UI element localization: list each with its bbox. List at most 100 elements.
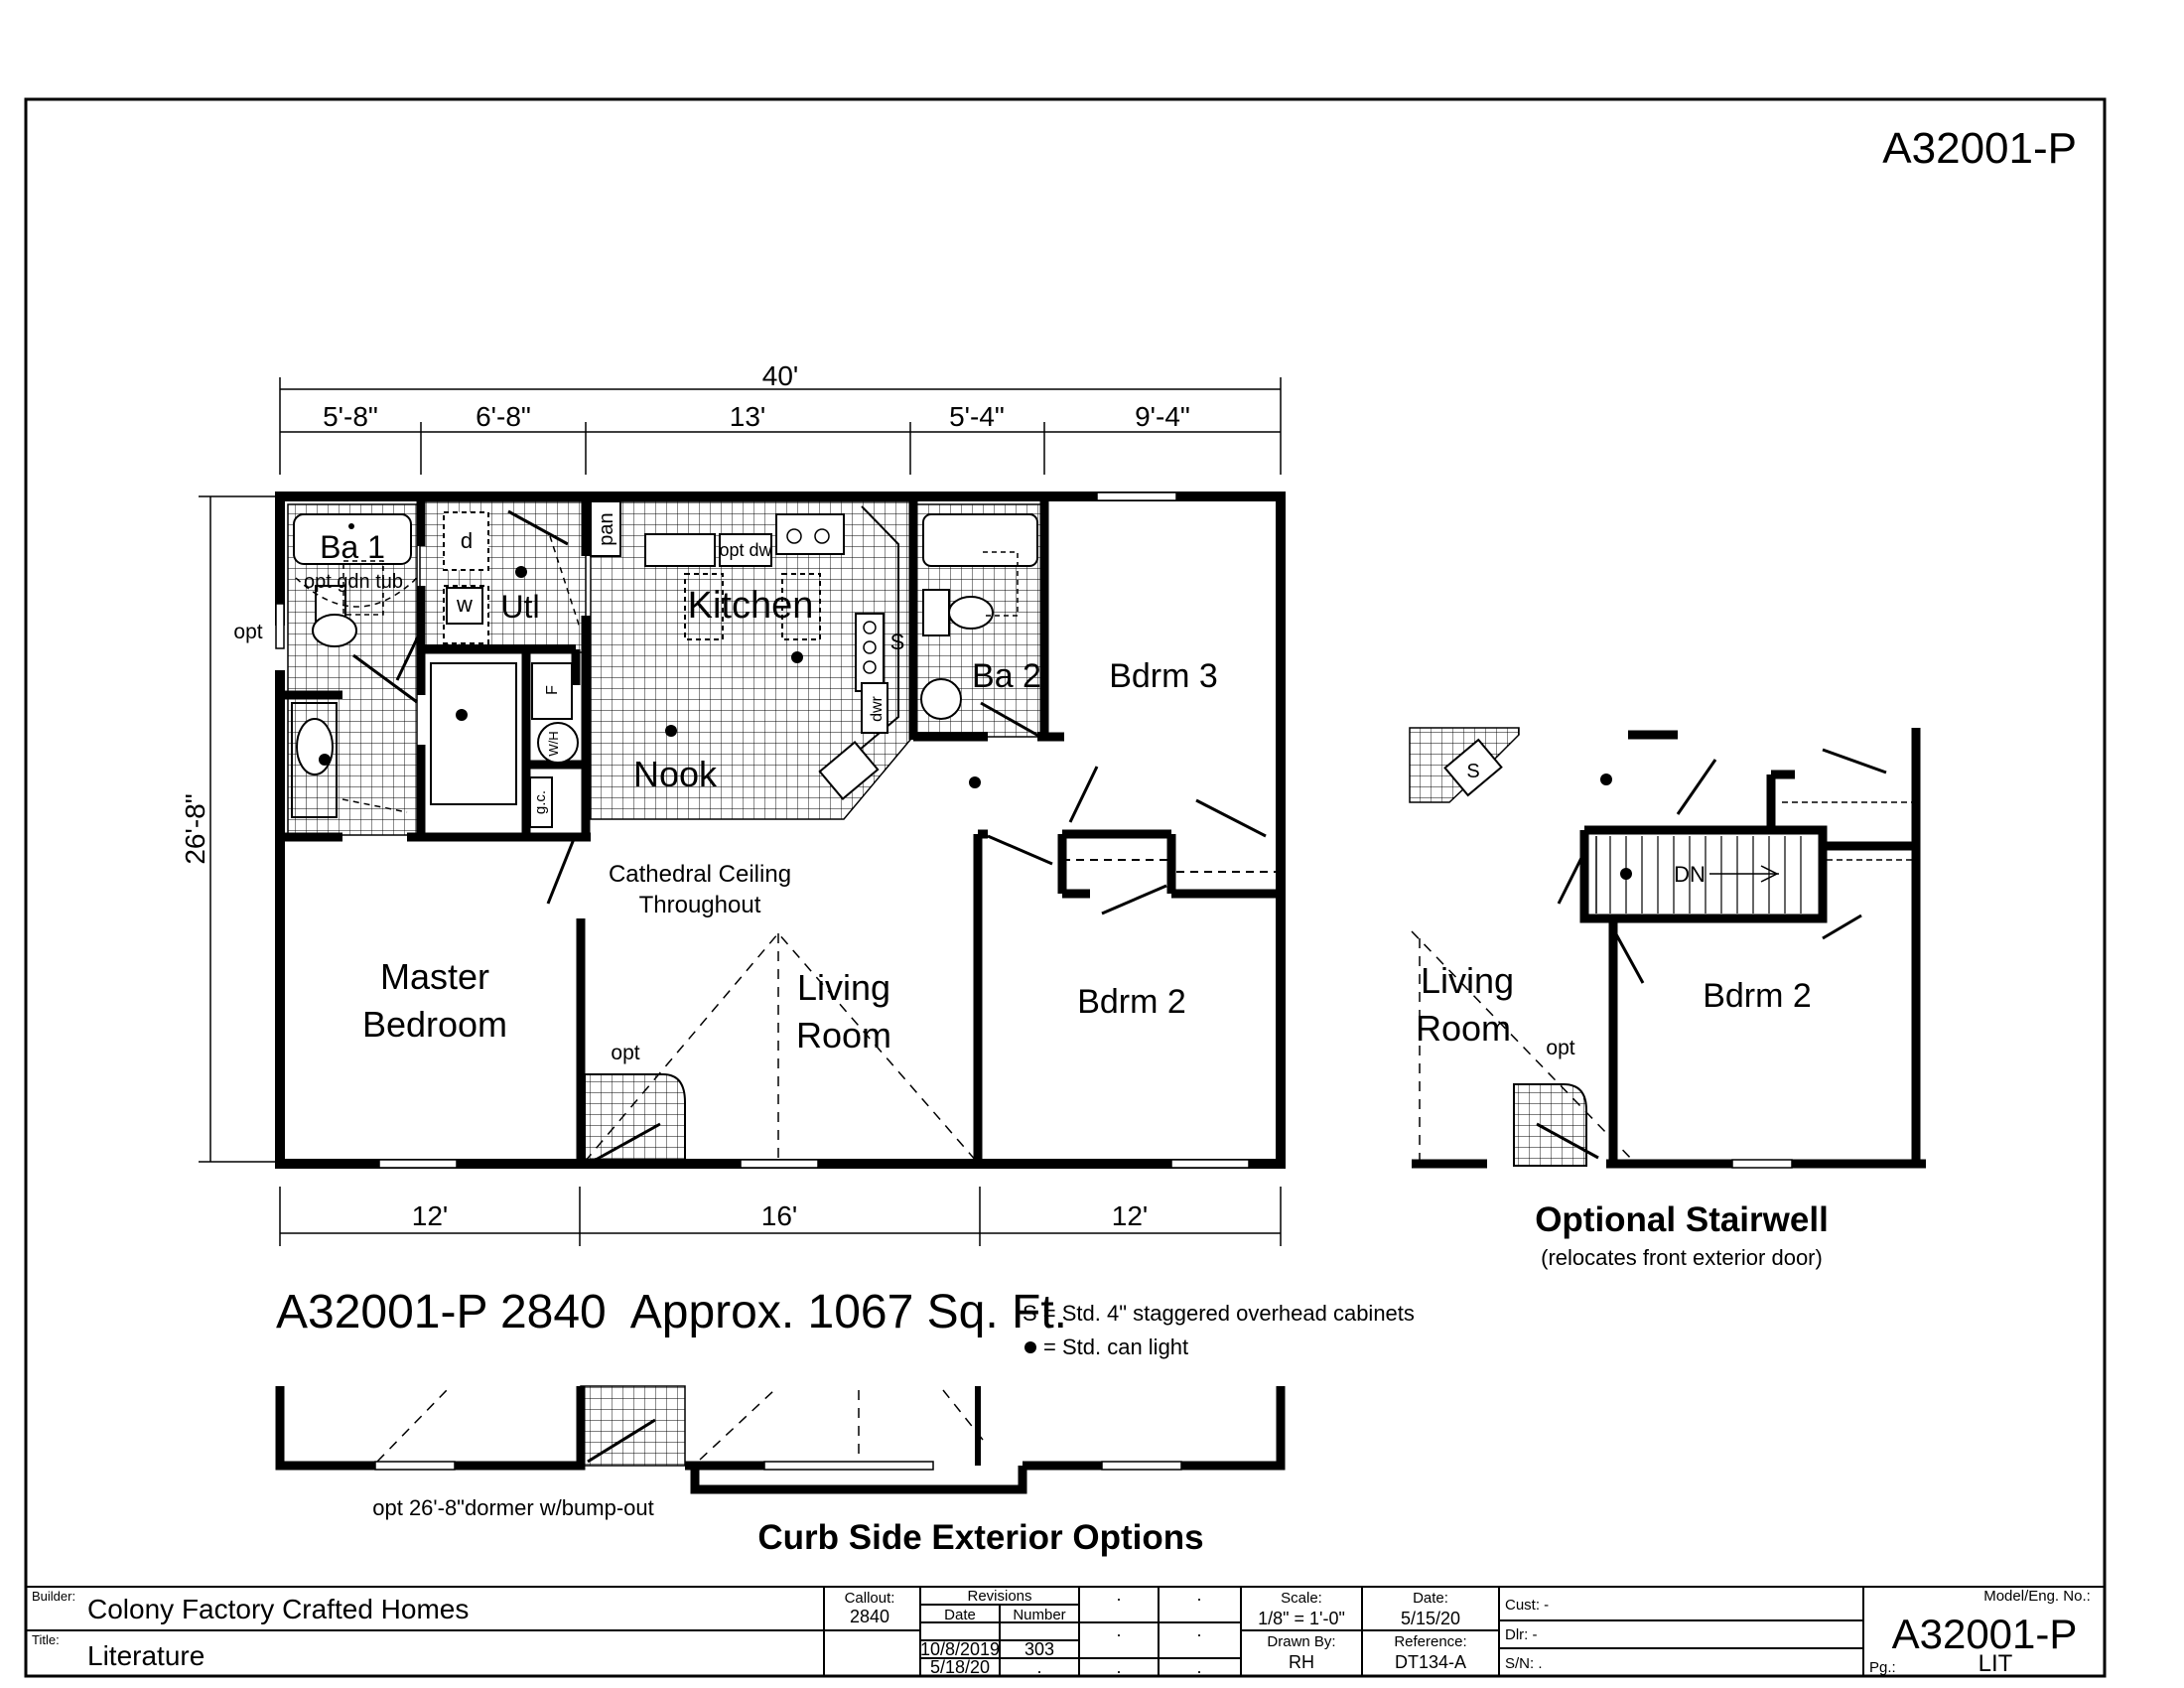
tb-builder: Colony Factory Crafted Homes (87, 1594, 469, 1624)
dim-bottom-3: 12' (1112, 1200, 1149, 1231)
label-gdn-tub: opt gdn tub (304, 571, 403, 593)
tb-dot-3: . (1116, 1620, 1121, 1640)
title-block-lines (26, 1586, 2105, 1676)
utility-appliances (430, 511, 579, 828)
tb-title-label: Title: (32, 1632, 60, 1647)
dim-overall-width: 40' (762, 360, 799, 391)
tb-rev-date-label: Date (944, 1607, 976, 1623)
label-pan: pan (596, 512, 617, 545)
label-dwr: dwr (869, 695, 886, 721)
tb-dot-1: . (1116, 1585, 1121, 1605)
tb-cust: Cust: - (1505, 1597, 1549, 1614)
label-cabinet-s: S (890, 630, 905, 654)
label-utl: Utl (500, 589, 539, 625)
windows (275, 492, 1250, 1169)
model-code-top: A32001-P (1882, 124, 2077, 173)
tb-model-label: Model/Eng. No.: (1983, 1588, 2091, 1605)
curb-side-elevation (275, 1385, 1286, 1494)
label-opt-dw: opt dw (719, 540, 772, 560)
stair-label-opt: opt (1546, 1037, 1574, 1059)
tb-dlr: Dlr: - (1505, 1626, 1538, 1643)
legend-cabinet: S = Std. 4" staggered overhead cabinets (1023, 1301, 1415, 1326)
label-bdrm2: Bdrm 2 (1077, 983, 1186, 1021)
tb-ref-label: Reference: (1394, 1633, 1466, 1650)
top-dimensions (279, 377, 1282, 475)
plan-headline: A32001-P 2840 Approx. 1067 Sq. Ft. (276, 1286, 1067, 1338)
dim-bottom-2: 16' (761, 1200, 798, 1231)
tb-pg: LIT (1979, 1650, 2013, 1677)
tb-scale-label: Scale: (1281, 1590, 1322, 1607)
curb-title: Curb Side Exterior Options (757, 1518, 1203, 1557)
dim-seg-1: 5'-8" (323, 401, 378, 432)
label-living-1: Living (797, 967, 890, 1008)
tub-outline-dashed (295, 577, 418, 608)
legend-light-dot (1024, 1341, 1036, 1353)
label-ceiling-1: Cathedral Ceiling (609, 861, 791, 888)
tb-rev-number-1: 303 (1024, 1639, 1054, 1659)
tb-callout-label: Callout: (845, 1590, 895, 1607)
label-ba2: Ba 2 (972, 657, 1041, 695)
tb-revisions-label: Revisions (967, 1588, 1031, 1605)
bath2-fixtures (920, 513, 1038, 720)
bath2-dashed-tub (983, 551, 1019, 617)
tb-drawn: RH (1289, 1652, 1314, 1672)
tb-dot-5: . (1116, 1657, 1121, 1677)
dim-seg-4: 5'-4" (949, 401, 1005, 432)
tb-title: Literature (87, 1640, 205, 1671)
cooktop-burners (786, 528, 877, 674)
stair-label-living-1: Living (1421, 960, 1514, 1001)
tub-drain (348, 523, 354, 529)
tb-rev-date-1: 10/8/2019 (920, 1639, 1000, 1659)
stair-label-dn: DN (1674, 862, 1706, 887)
dim-bottom-1: 12' (412, 1200, 449, 1231)
dim-depth: 26'-8" (180, 793, 210, 864)
tb-dot-6: . (1196, 1657, 1201, 1677)
door-arcs (341, 535, 581, 813)
tb-dot-4: . (1196, 1620, 1201, 1640)
tb-callout: 2840 (850, 1607, 889, 1626)
tb-sn: S/N: . (1505, 1655, 1543, 1672)
stair-label-s: S (1466, 761, 1479, 782)
curb-dormer-label: opt 26'-8"dormer w/bump-out (372, 1495, 653, 1520)
stair-label-living-2: Room (1416, 1008, 1511, 1049)
stairwell-title: Optional Stairwell (1535, 1200, 1829, 1239)
dim-seg-2: 6'-8" (476, 401, 531, 432)
interior-walls (280, 496, 1281, 1164)
label-master-2: Bedroom (362, 1004, 507, 1045)
label-bdrm3: Bdrm 3 (1109, 657, 1218, 695)
tb-rev-date-2: 5/18/20 (930, 1657, 990, 1677)
label-wh: W/H (546, 731, 561, 756)
side-dimension (199, 495, 278, 1163)
label-gc: g.c. (532, 790, 549, 814)
dim-seg-5: 9'-4" (1135, 401, 1190, 432)
tb-drawn-label: Drawn By: (1267, 1633, 1335, 1650)
legend-light: = Std. can light (1043, 1335, 1188, 1359)
label-dryer: d (461, 528, 473, 553)
tub-dashed (342, 560, 384, 616)
label-furnace: F (544, 685, 561, 695)
label-ba1: Ba 1 (320, 529, 385, 565)
tb-rev-number-2: . (1036, 1657, 1041, 1677)
partition-dashed (1062, 859, 1281, 873)
kitchen-fixtures (590, 500, 899, 800)
dim-seg-3: 13' (730, 401, 766, 432)
exterior-walls (275, 492, 1286, 1169)
label-washer: w (456, 592, 473, 617)
stair-label-bdrm2: Bdrm 2 (1703, 977, 1812, 1015)
label-master-1: Master (380, 956, 489, 997)
tb-pg-label: Pg.: (1869, 1659, 1896, 1676)
label-ceiling-2: Throughout (639, 892, 761, 918)
label-living-2: Room (796, 1015, 891, 1055)
door-swings (352, 509, 1267, 915)
tb-dot-2: . (1196, 1585, 1201, 1605)
tb-ref: DT134-A (1395, 1652, 1466, 1672)
can-lights (319, 566, 981, 788)
ceiling-lines (584, 931, 978, 1163)
tb-model: A32001-P (1892, 1611, 2078, 1657)
label-opt-fireplace: opt (611, 1042, 639, 1064)
label-opt-side: opt (233, 621, 262, 643)
tb-scale: 1/8" = 1'-0" (1258, 1609, 1345, 1628)
stairwell-subtitle: (relocates front exterior door) (1541, 1245, 1823, 1270)
stairwell-detail (1409, 727, 1926, 1169)
